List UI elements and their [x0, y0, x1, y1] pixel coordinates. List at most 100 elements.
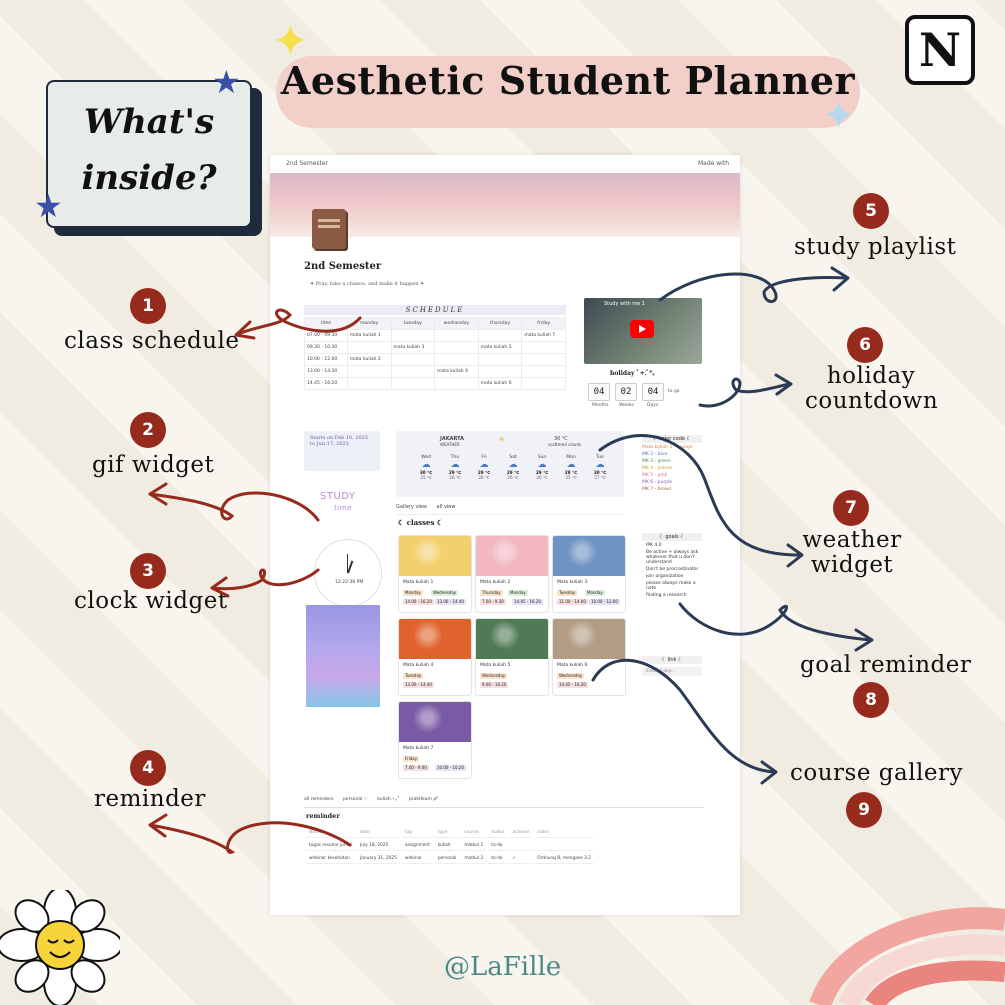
color-code-item: MK 3 - green: [642, 459, 671, 464]
tab-personal[interactable]: personal ♡: [342, 797, 368, 802]
color-code-item: Mata kuliah 1 - orange: [642, 445, 693, 450]
reminder-header: status: [488, 827, 508, 838]
reminder-header: date: [357, 827, 400, 838]
reminder-cell: July 18, 2025: [357, 840, 400, 851]
course-name: Mata kuliah 4: [403, 663, 434, 668]
arrow-study-playlist: [658, 272, 848, 303]
weather-low: 26 ℃: [536, 475, 548, 480]
feature-badge: 4: [130, 750, 166, 786]
schedule-cell: [434, 377, 479, 390]
schedule-cell: 14.45 - 16.20: [304, 377, 348, 390]
tab-praktikum[interactable]: praktikum 🖉: [408, 797, 438, 802]
schedule-header: time: [304, 317, 348, 330]
weather-day-name: Fri: [481, 455, 487, 460]
weather-day-name: Tue: [596, 455, 604, 460]
cover-banner: [270, 173, 740, 237]
color-code-item: MK 2 - blue: [642, 452, 668, 457]
weather-low: 25 ℃: [420, 475, 432, 480]
reminder-cell: kuliah: [434, 840, 460, 851]
goal-item: Be active + always ask whatever that u d…: [646, 550, 699, 565]
course-time-tag: 13.00 - 14.40: [403, 682, 434, 688]
clock-hand: [347, 554, 348, 573]
reminder-title: reminder: [306, 812, 340, 820]
title-pill: [276, 56, 860, 128]
weather-city: JAKARTA: [440, 436, 464, 442]
arrow-goal: [678, 602, 872, 642]
star-icon: ★: [34, 187, 63, 225]
notion-page-screenshot: 2nd Semester Made with 2nd Semester ✦ Pr…: [270, 155, 740, 915]
arrow-course-gallery: [591, 658, 777, 774]
study-playlist-embed[interactable]: Study with me 1: [584, 298, 702, 364]
goal-item: please always make a note: [646, 581, 696, 591]
feature-badge: 1: [130, 288, 166, 324]
weather-day-name: Sun: [537, 455, 547, 460]
course-name: Mata kuliah 7: [403, 746, 434, 751]
quote: ✦ Pray, take a chance, and make it happe…: [310, 281, 425, 287]
countdown-label: Days: [647, 403, 659, 408]
decorative-art: [306, 605, 380, 707]
course-day-tag: Monday: [403, 590, 423, 596]
cloud-rain-icon: ☁: [595, 460, 605, 470]
course-name: Mata kuliah 6: [557, 663, 588, 668]
course-image: [399, 702, 471, 742]
breadcrumb[interactable]: 2nd Semester: [286, 160, 329, 167]
course-image: [476, 619, 548, 659]
reminder-cell: [509, 840, 533, 851]
weather-low: 26 ℃: [449, 475, 461, 480]
feature-label: reminder: [94, 786, 206, 812]
weather-temp: 30 ℃: [554, 436, 568, 442]
tab-all-view[interactable]: all view: [436, 504, 456, 510]
notion-page-title: 2nd Semester: [304, 261, 382, 272]
course-time-tag: 7.00 - 9.30: [480, 599, 506, 605]
gif-subtext: time: [334, 504, 352, 512]
color-code-item: MK 5 - pink: [642, 473, 668, 478]
star-icon: ★: [212, 63, 241, 101]
schedule-cell: [521, 377, 566, 390]
feature-label: course gallery: [790, 760, 964, 786]
schedule-cell: [346, 377, 392, 390]
feature-label: weather widget: [802, 527, 902, 578]
course-image: [399, 619, 471, 659]
course-name: Mata kuliah 5: [480, 663, 511, 668]
play-icon[interactable]: [630, 320, 654, 338]
link-title: ☾ link ☾: [642, 656, 702, 664]
tab-all-reminders[interactable]: all reminders: [304, 797, 334, 802]
schedule-header: wednesday: [434, 317, 479, 330]
reminder-header: Name: [306, 827, 356, 838]
schedule-table: time monday tuesday wednesday thursday f…: [304, 317, 566, 390]
schedule-header: thursday: [477, 317, 523, 330]
made-with-label[interactable]: Made with: [698, 160, 729, 167]
tab-kuliah[interactable]: kuliah ⋆｡˚: [377, 797, 400, 802]
countdown-extra: to go: [668, 389, 680, 394]
notion-logo-icon: N: [905, 15, 975, 85]
course-time-tag: 10.00 - 10.20: [435, 765, 466, 771]
page-title: Aesthetic Student Planner: [280, 58, 856, 103]
reminder-cell: matkul 1: [461, 840, 487, 851]
weather-condition: scattered clouds: [548, 442, 582, 447]
feature-badge: 6: [847, 327, 883, 363]
arrow-gif-widget: [148, 491, 320, 522]
sparkle-icon: ✦: [822, 93, 856, 139]
reminder-cell: personal: [434, 853, 460, 864]
weather-low: 26 ℃: [478, 475, 490, 480]
weather-high: 29 ℃: [506, 470, 520, 475]
reminder-cell: to-do: [488, 853, 508, 864]
weather-high: 30 ℃: [593, 470, 607, 475]
tab-gallery-view[interactable]: Gallery view: [396, 504, 427, 510]
color-code-title: ☾ color code ☾: [642, 435, 702, 443]
course-image: [476, 536, 548, 576]
classes-title: ☾ classes ☾: [398, 518, 444, 527]
feature-badge: 3: [130, 553, 166, 589]
cloud-rain-icon: ☁: [566, 460, 576, 470]
